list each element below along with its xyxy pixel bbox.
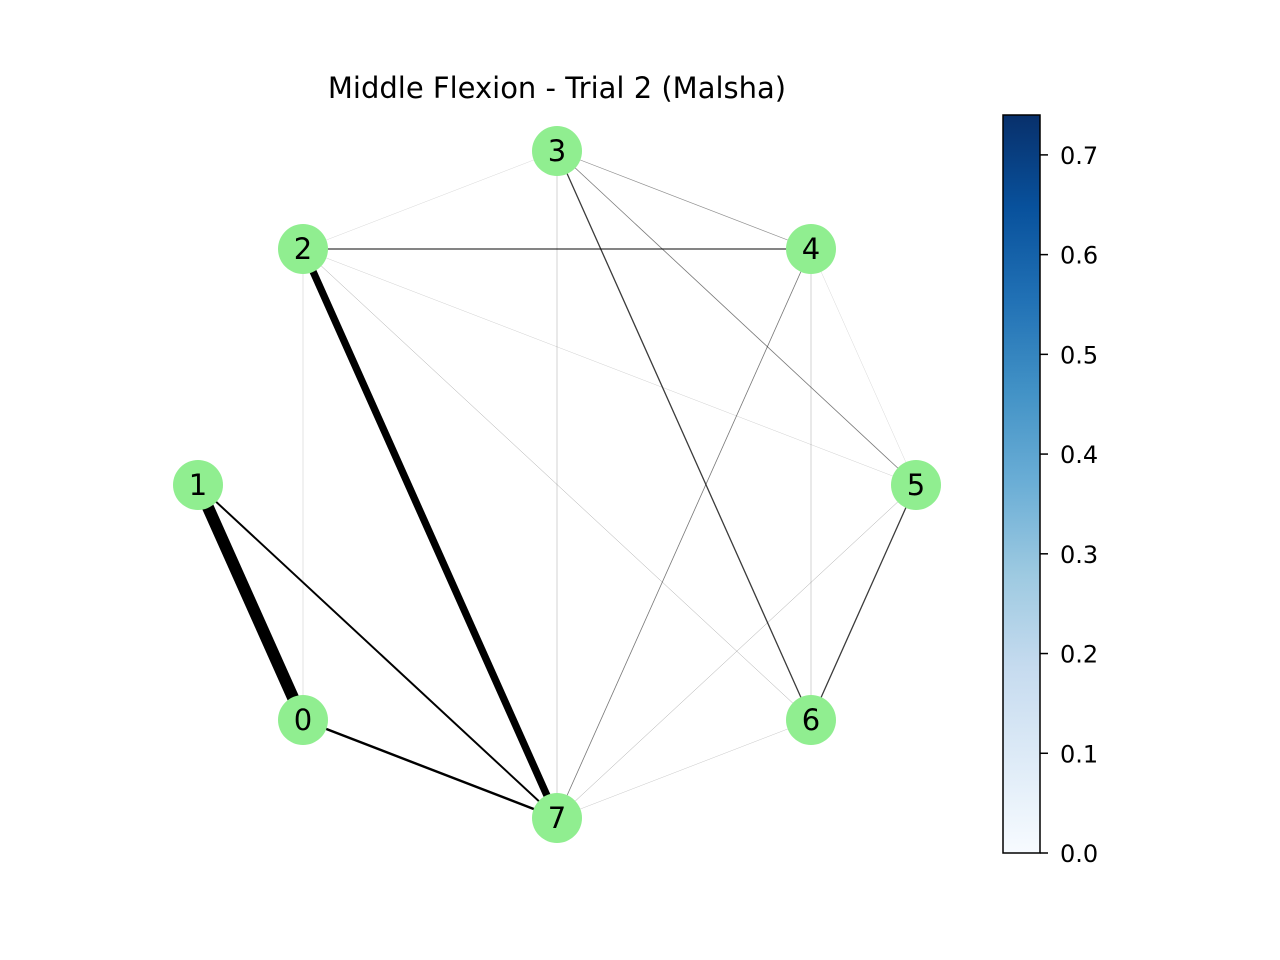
edge-1-0: [192, 482, 309, 723]
node-1: 1: [173, 460, 223, 510]
figure-title: Middle Flexion - Trial 2 (Malsha): [328, 71, 786, 105]
edge-5-7: [556, 484, 917, 819]
node-label: 6: [802, 703, 820, 737]
colorbar-tick-label: 0.6: [1060, 242, 1098, 270]
nodes-layer: 0 1 2 3 4 5 6 7: [173, 126, 941, 843]
node-circle: [891, 460, 941, 510]
colorbar: 0.0 0.1 0.2 0.3 0.4 0.5 0.6 0.7: [1002, 114, 1098, 868]
node-label: 5: [907, 468, 925, 502]
node-circle: [173, 460, 223, 510]
node-circle: [532, 126, 582, 176]
node-label: 0: [294, 703, 312, 737]
colorbar-tick-label: 0.0: [1060, 840, 1098, 868]
node-label: 3: [548, 134, 566, 168]
colorbar-tick-label: 0.1: [1060, 740, 1098, 768]
edges-layer: [192, 150, 917, 820]
colorbar-tick-label: 0.3: [1060, 541, 1098, 569]
node-label: 7: [548, 801, 566, 835]
colorbar-tick-label: 0.2: [1060, 641, 1098, 669]
node-label: 1: [189, 468, 207, 502]
colorbar-tick-label: 0.4: [1060, 441, 1098, 469]
edge-4-7: [556, 248, 812, 819]
node-3: 3: [532, 126, 582, 176]
edge-4-5: [810, 248, 917, 486]
edge-5-6: [810, 484, 917, 721]
edge-6-7: [556, 719, 812, 819]
node-circle: [786, 224, 836, 274]
colorbar-tick-label: 0.5: [1060, 341, 1098, 369]
edge-3-5: [556, 150, 917, 486]
edge-3-4: [556, 150, 812, 250]
node-5: 5: [891, 460, 941, 510]
edge-3-6: [556, 150, 812, 721]
node-label: 4: [802, 232, 820, 266]
node-0: 0: [278, 695, 328, 745]
edge-2-7: [299, 247, 561, 820]
edge-2-3: [302, 150, 558, 250]
node-2: 2: [278, 224, 328, 274]
node-circle: [278, 224, 328, 274]
node-circle: [278, 695, 328, 745]
edge-1-7: [197, 484, 558, 819]
node-circle: [532, 793, 582, 843]
colorbar-tick-label: 0.7: [1060, 142, 1098, 170]
colorbar-gradient: [1002, 114, 1041, 854]
node-4: 4: [786, 224, 836, 274]
node-7: 7: [532, 793, 582, 843]
edge-0-7: [302, 718, 558, 820]
colorbar-ticks: 0.0 0.1 0.2 0.3 0.4 0.5 0.6 0.7: [1040, 142, 1098, 868]
edge-2-5: [302, 248, 917, 486]
node-6: 6: [786, 695, 836, 745]
edge-2-6: [302, 248, 812, 721]
node-circle: [786, 695, 836, 745]
node-label: 2: [294, 232, 312, 266]
